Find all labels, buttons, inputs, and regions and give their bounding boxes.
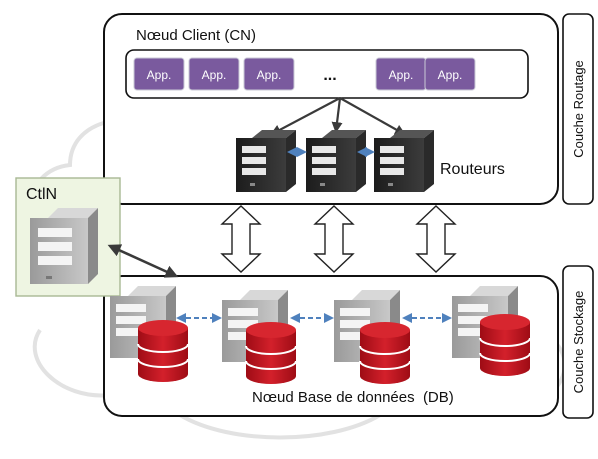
layer-double-arrow bbox=[313, 205, 355, 273]
storage-layer-label: Couche Stockage bbox=[571, 291, 586, 394]
router-server-icon bbox=[306, 130, 366, 192]
router-server-icon bbox=[374, 130, 434, 192]
db-node-label: Nœud Base de données (DB) bbox=[252, 389, 454, 406]
app-block: App. bbox=[188, 57, 240, 91]
svg-text:App.: App. bbox=[438, 68, 463, 82]
database-cylinder-icon bbox=[479, 314, 531, 376]
app-to-router-arrows bbox=[270, 97, 406, 136]
router-server-icon bbox=[236, 130, 296, 192]
svg-text:App.: App. bbox=[202, 68, 227, 82]
app-block: App. bbox=[375, 57, 427, 91]
routing-layer-label: Couche Routage bbox=[571, 60, 586, 158]
storage-layer-box bbox=[103, 275, 559, 417]
app-block: App. bbox=[424, 57, 476, 91]
storage-layer-tab bbox=[562, 265, 594, 419]
svg-text:App.: App. bbox=[147, 68, 172, 82]
routers-label: Routeurs bbox=[440, 161, 505, 178]
layer-double-arrow bbox=[415, 205, 457, 273]
app-block: App. bbox=[243, 57, 295, 91]
client-node-title: Nœud Client (CN) bbox=[136, 27, 256, 44]
database-cylinder-icon bbox=[245, 322, 297, 384]
routing-layer-tab bbox=[562, 13, 594, 205]
ctln-label: CtlN bbox=[26, 186, 57, 203]
ctln-server-icon bbox=[30, 208, 98, 284]
apps-ellipsis: ... bbox=[323, 67, 336, 84]
svg-text:App.: App. bbox=[257, 68, 282, 82]
layer-double-arrow bbox=[220, 205, 262, 273]
database-cylinder-icon bbox=[137, 320, 189, 382]
svg-text:App.: App. bbox=[389, 68, 414, 82]
database-cylinder-icon bbox=[359, 322, 411, 384]
ctln-link-arrow bbox=[107, 244, 179, 278]
app-block: App. bbox=[133, 57, 185, 91]
